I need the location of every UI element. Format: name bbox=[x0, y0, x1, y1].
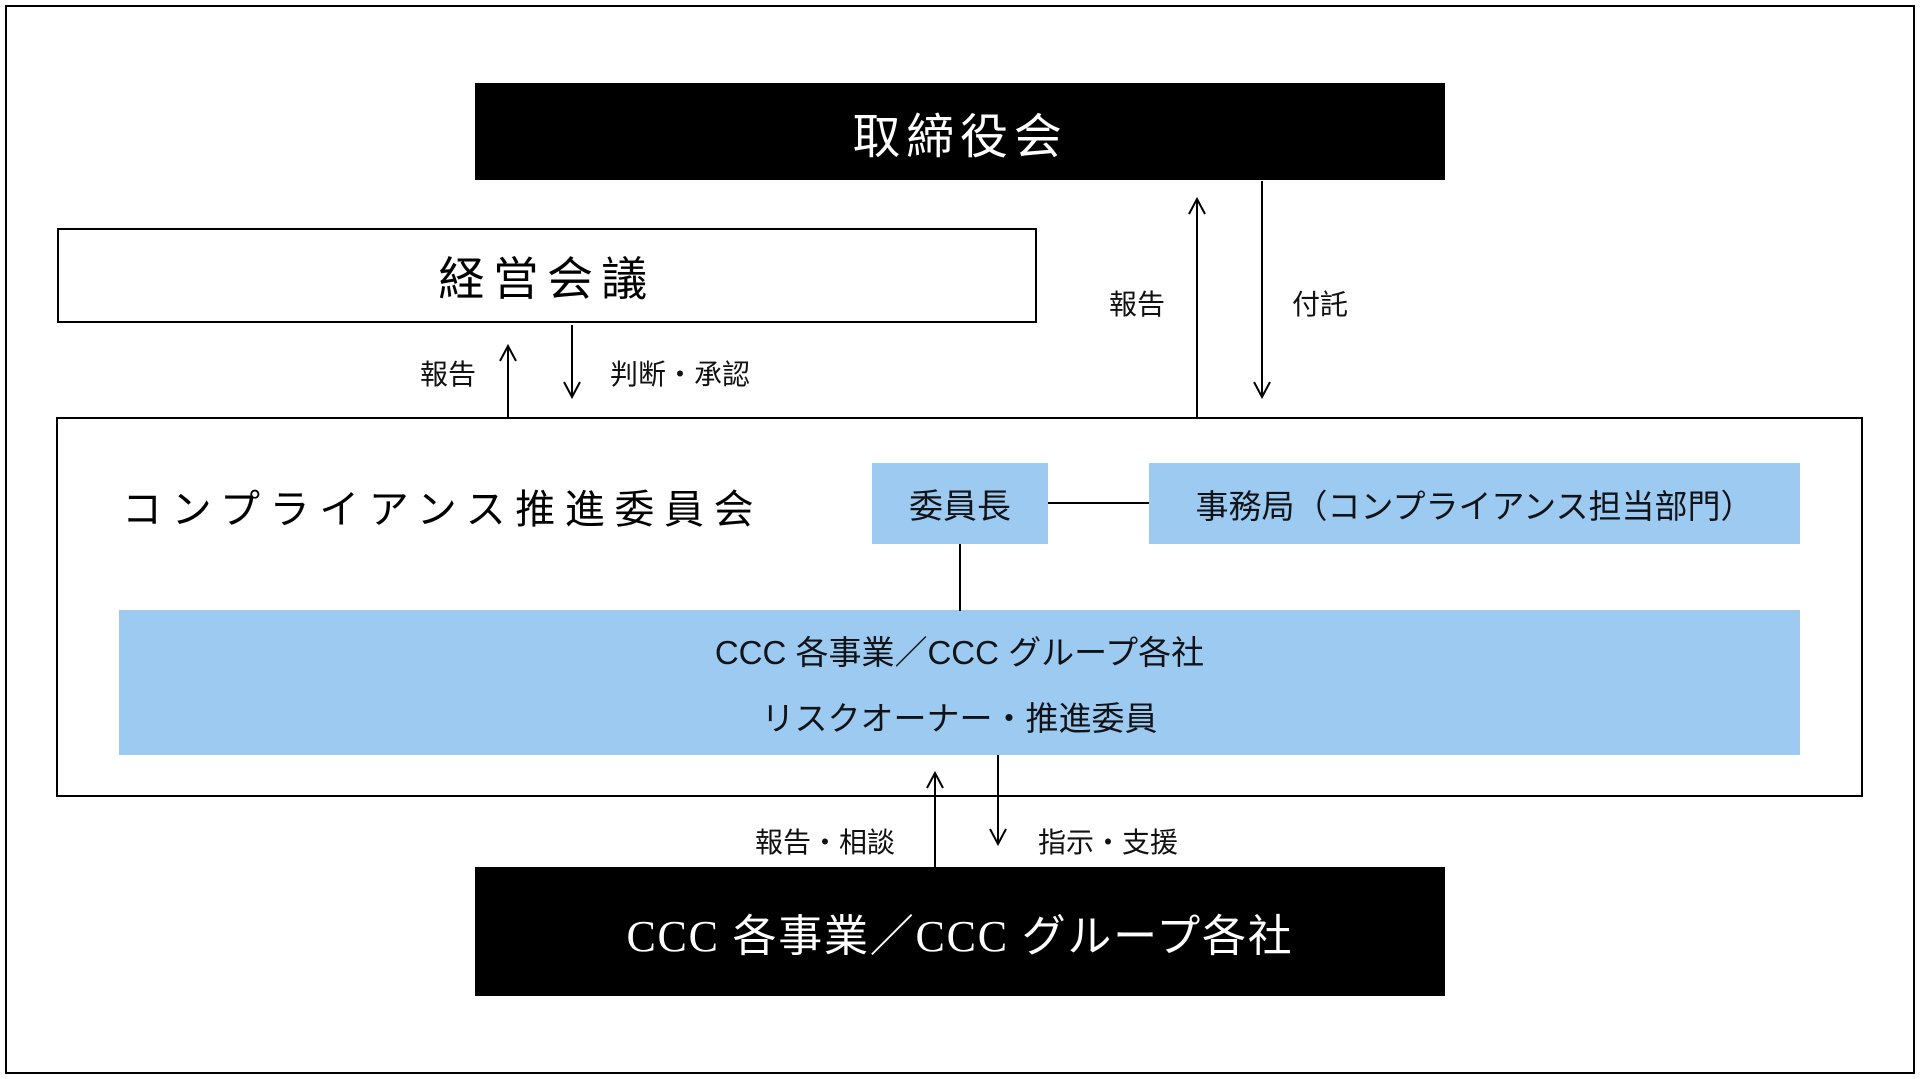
risk-owners-line2: リスクオーナー・推進委員 bbox=[761, 699, 1158, 737]
label-delegation: 付託 bbox=[1291, 289, 1349, 320]
label-report-consult: 報告・相談 bbox=[754, 827, 896, 858]
risk-owners-box: CCC 各事業／CCC グループ各社 リスクオーナー・推進委員 bbox=[119, 610, 1800, 755]
label-decision-approval: 判断・承認 bbox=[609, 359, 751, 390]
management-council-box: 経営会議 bbox=[57, 228, 1037, 323]
board-of-directors-box: 取締役会 bbox=[475, 83, 1445, 180]
chairperson-box: 委員長 bbox=[872, 463, 1048, 544]
label-report-to-management: 報告 bbox=[419, 359, 477, 390]
label-instruct-support: 指示・支援 bbox=[1037, 827, 1179, 858]
risk-owners-line1: CCC 各事業／CCC グループ各社 bbox=[714, 633, 1205, 671]
secretariat-box: 事務局（コンプライアンス担当部門） bbox=[1149, 463, 1800, 544]
group-companies-box: CCC 各事業／CCC グループ各社 bbox=[475, 867, 1445, 996]
compliance-committee-title: コンプライアンス推進委員会 bbox=[122, 487, 764, 532]
label-report-to-board: 報告 bbox=[1108, 289, 1166, 320]
page-border bbox=[5, 5, 1915, 1074]
